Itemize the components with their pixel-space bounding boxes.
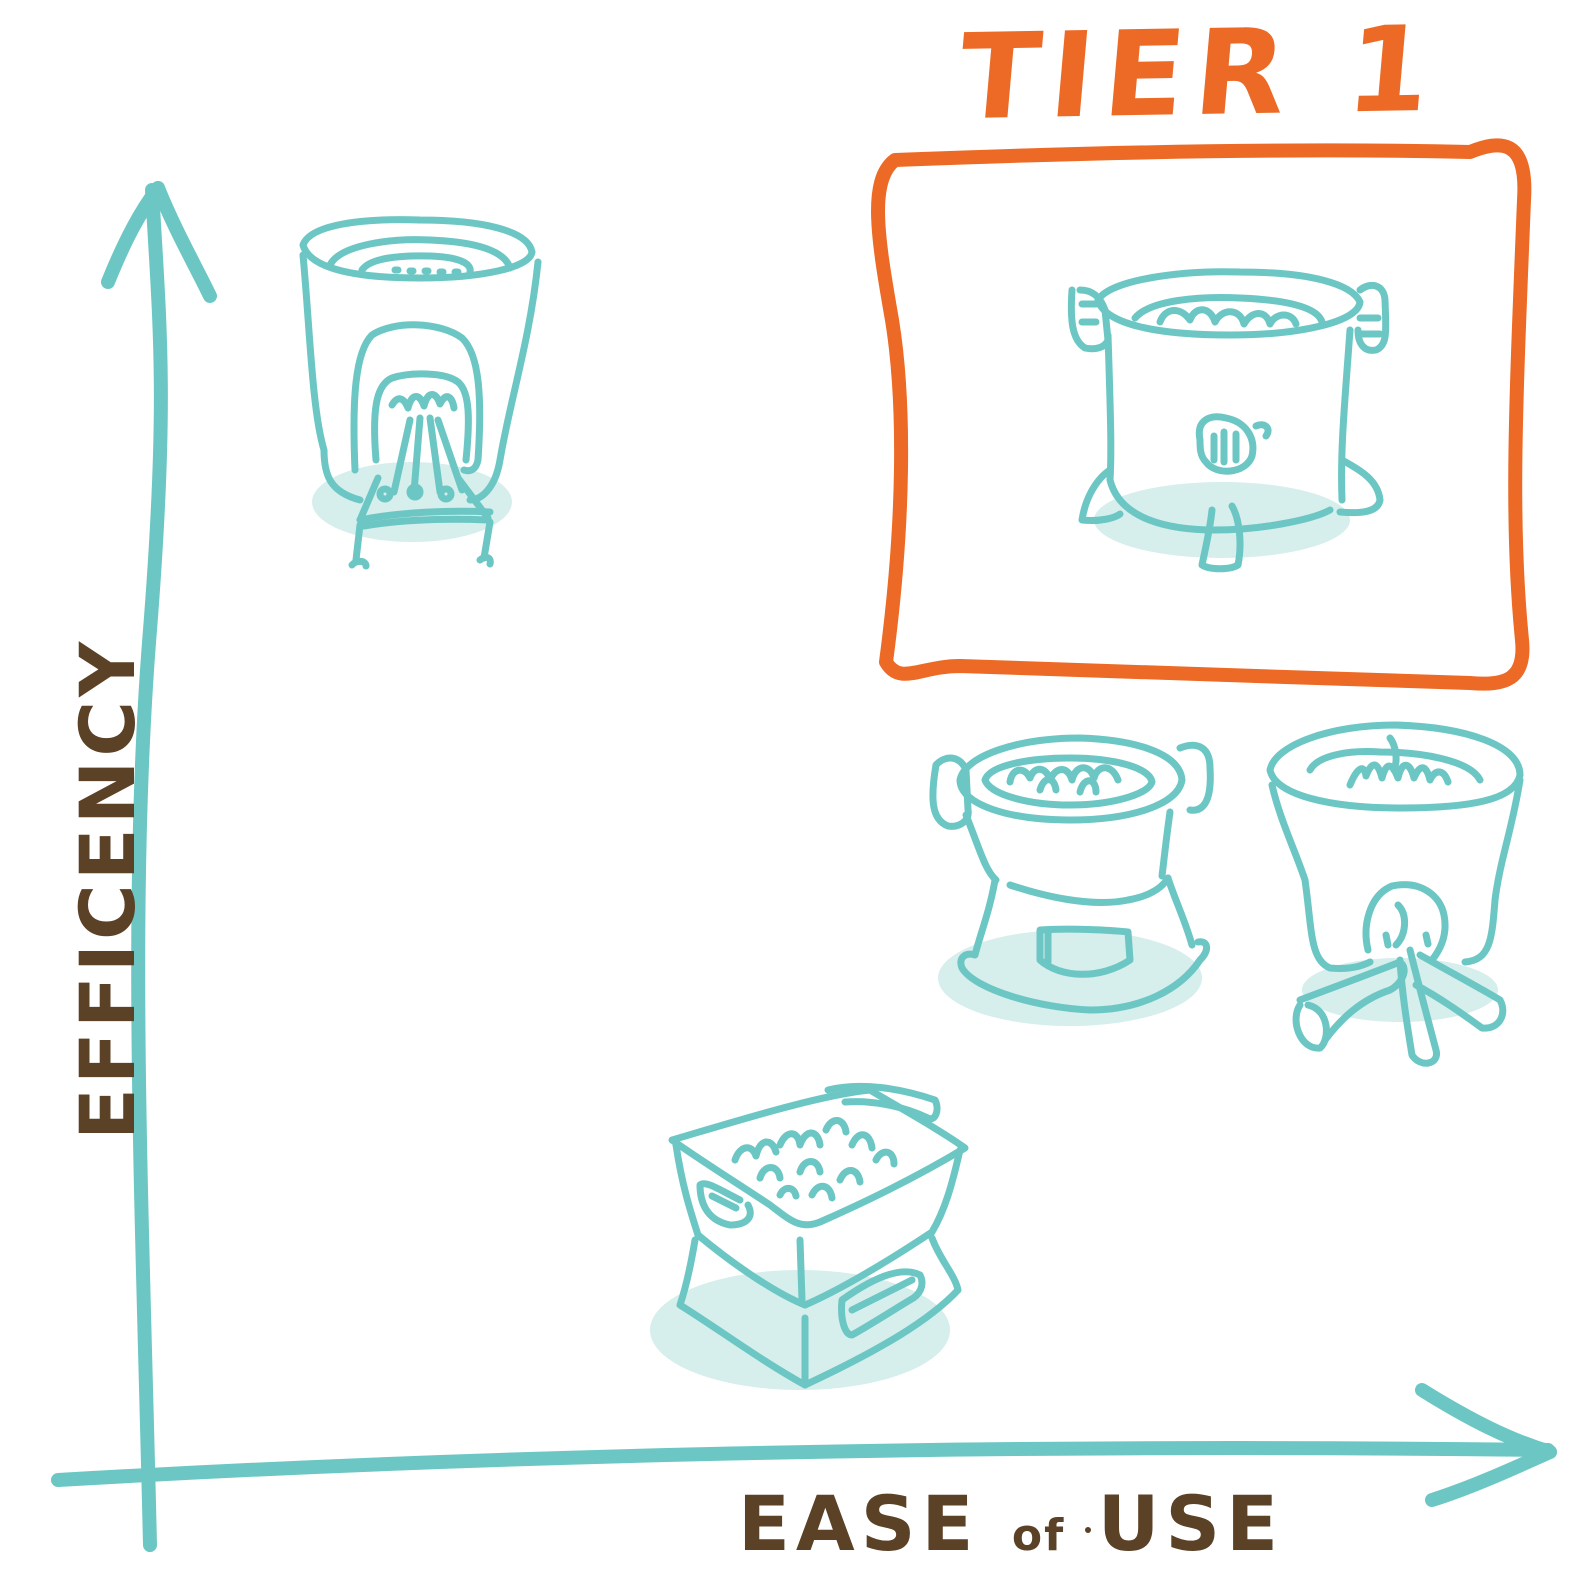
of-dot — [1085, 1527, 1091, 1533]
y-axis — [101, 181, 217, 1552]
pot-stove-with-handles-icon — [1067, 268, 1390, 573]
round-stove-with-fire-opening-icon — [299, 216, 542, 570]
box-stove-with-coals-icon — [668, 1082, 969, 1389]
x-axis-label-tail: USE — [1097, 1479, 1285, 1568]
tier-1-title: TIER 1 — [953, 0, 1446, 147]
x-axis-label-connector: of — [1011, 1510, 1066, 1561]
tier-1-box — [871, 138, 1532, 691]
x-axis-label-main: EASE — [738, 1479, 980, 1568]
stove-with-front-vent-icon — [929, 734, 1214, 1014]
x-axis-label: EASE of USE — [738, 1486, 1284, 1562]
y-axis-label: EFFICENCY — [63, 637, 152, 1140]
x-axis — [51, 1383, 1557, 1507]
stove-with-logs-icon — [1266, 721, 1524, 1067]
